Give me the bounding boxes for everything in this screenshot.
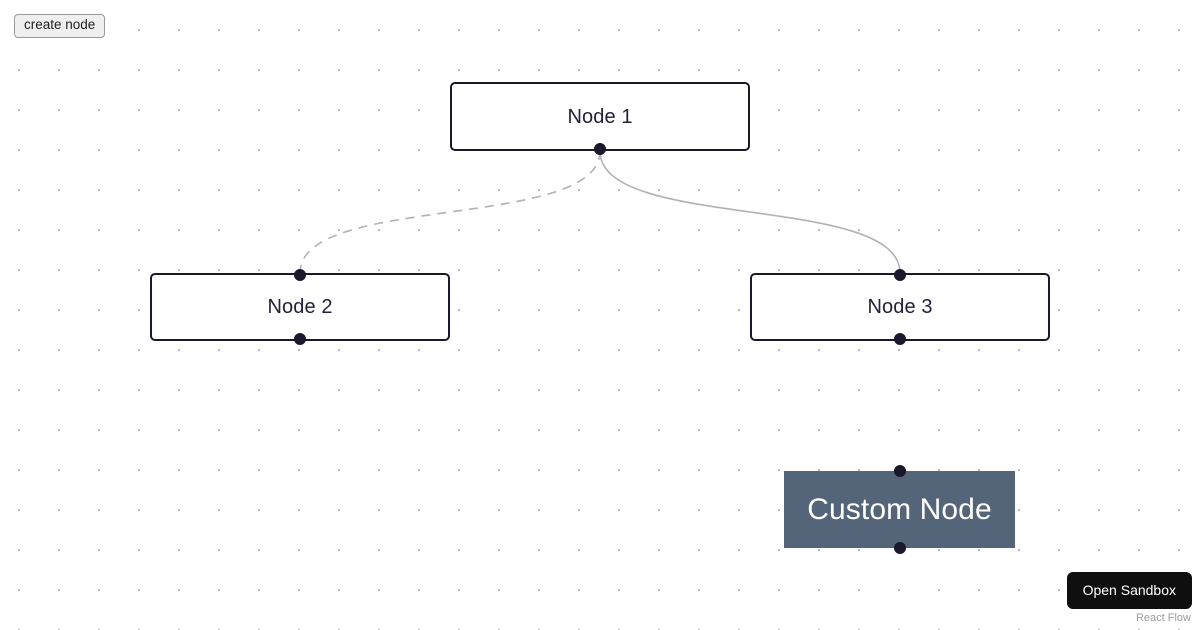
source-handle-bottom[interactable] bbox=[894, 333, 906, 345]
open-sandbox-button[interactable]: Open Sandbox bbox=[1066, 572, 1192, 609]
node-custom-node[interactable]: Custom Node bbox=[784, 465, 1015, 554]
target-handle-top[interactable] bbox=[894, 269, 906, 281]
node-node-1[interactable]: Node 1 bbox=[450, 82, 750, 155]
target-handle-top[interactable] bbox=[893, 465, 906, 477]
node-label: Node 3 bbox=[867, 296, 933, 318]
source-handle-bottom[interactable] bbox=[594, 143, 606, 155]
source-handle-bottom[interactable] bbox=[294, 333, 306, 345]
node-label: Custom Node bbox=[807, 492, 992, 526]
target-handle-top[interactable] bbox=[294, 269, 306, 281]
create-node-button[interactable]: create node bbox=[14, 14, 106, 38]
edge-node1-to-node2 bbox=[299, 150, 601, 274]
sandbox-area: Open Sandbox React Flow bbox=[1066, 572, 1192, 624]
node-node-2[interactable]: Node 2 bbox=[150, 269, 450, 345]
node-label: Node 1 bbox=[567, 105, 633, 128]
node-label: Node 2 bbox=[267, 296, 333, 318]
react-flow-attribution[interactable]: React Flow bbox=[1135, 612, 1191, 624]
edge-node1-to-node3 bbox=[599, 150, 901, 274]
node-node-3[interactable]: Node 3 bbox=[750, 269, 1050, 345]
source-handle-bottom[interactable] bbox=[893, 542, 906, 554]
